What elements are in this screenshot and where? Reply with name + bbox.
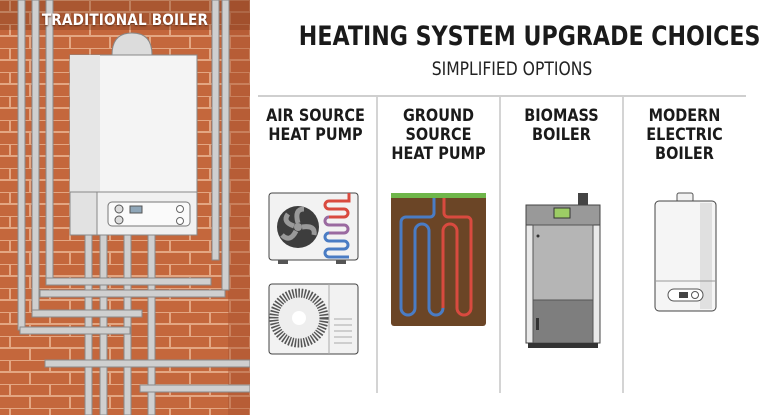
column-divider: [622, 97, 624, 393]
traditional-boiler-illustration: TRADITIONAL BOILER: [0, 0, 251, 416]
option-label: GROUND SOURCE HEAT PUMP: [391, 106, 486, 164]
page-subtitle: SIMPLIFIED OPTIONS: [431, 58, 593, 80]
column-divider: [499, 97, 501, 393]
brick-wall-boiler-graphic: [0, 0, 251, 416]
air-source-heat-pump-icon: [268, 192, 359, 355]
option-modern-electric-boiler: MODERN ELECTRIC BOILER: [624, 97, 745, 393]
option-label: AIR SOURCE HEAT PUMP: [266, 106, 365, 145]
option-ground-source-heat-pump: GROUND SOURCE HEAT PUMP: [378, 97, 499, 393]
ground-source-heat-pump-icon: [391, 193, 486, 326]
traditional-boiler-label: TRADITIONAL BOILER: [41, 10, 209, 29]
electric-boiler-icon: [654, 192, 717, 312]
option-label: MODERN ELECTRIC BOILER: [646, 106, 723, 164]
page-title: HEATING SYSTEM UPGRADE CHOICES: [298, 21, 761, 52]
option-label: BIOMASS BOILER: [524, 106, 599, 145]
column-divider: [376, 97, 378, 393]
biomass-boiler-icon: [525, 193, 601, 348]
header-divider: [258, 95, 746, 97]
option-air-source-heat-pump: AIR SOURCE HEAT PUMP: [255, 97, 376, 393]
option-biomass-boiler: BIOMASS BOILER: [501, 97, 622, 393]
